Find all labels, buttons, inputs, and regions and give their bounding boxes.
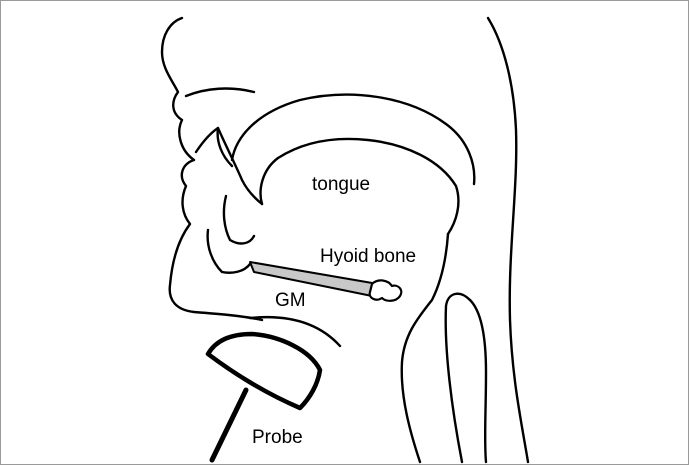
probe-label: Probe <box>252 427 303 448</box>
nose-bridge-outline <box>186 89 254 96</box>
probe-handle <box>212 390 246 460</box>
hyoid-bone-shape <box>370 280 402 300</box>
gm-muscle-shape <box>250 262 378 296</box>
back-of-head-outline <box>488 18 528 462</box>
probe-head-shape <box>208 334 320 408</box>
tongue-label: tongue <box>312 174 370 195</box>
lower-teeth-outline <box>224 196 254 243</box>
pharynx-outline <box>402 234 448 462</box>
gm-label: GM <box>275 290 306 311</box>
airway-tube-inner <box>470 300 486 462</box>
airway-tube-outline <box>446 294 470 462</box>
hyoid-bone-label: Hyoid bone <box>320 246 416 267</box>
face-profile-outline <box>162 18 262 320</box>
